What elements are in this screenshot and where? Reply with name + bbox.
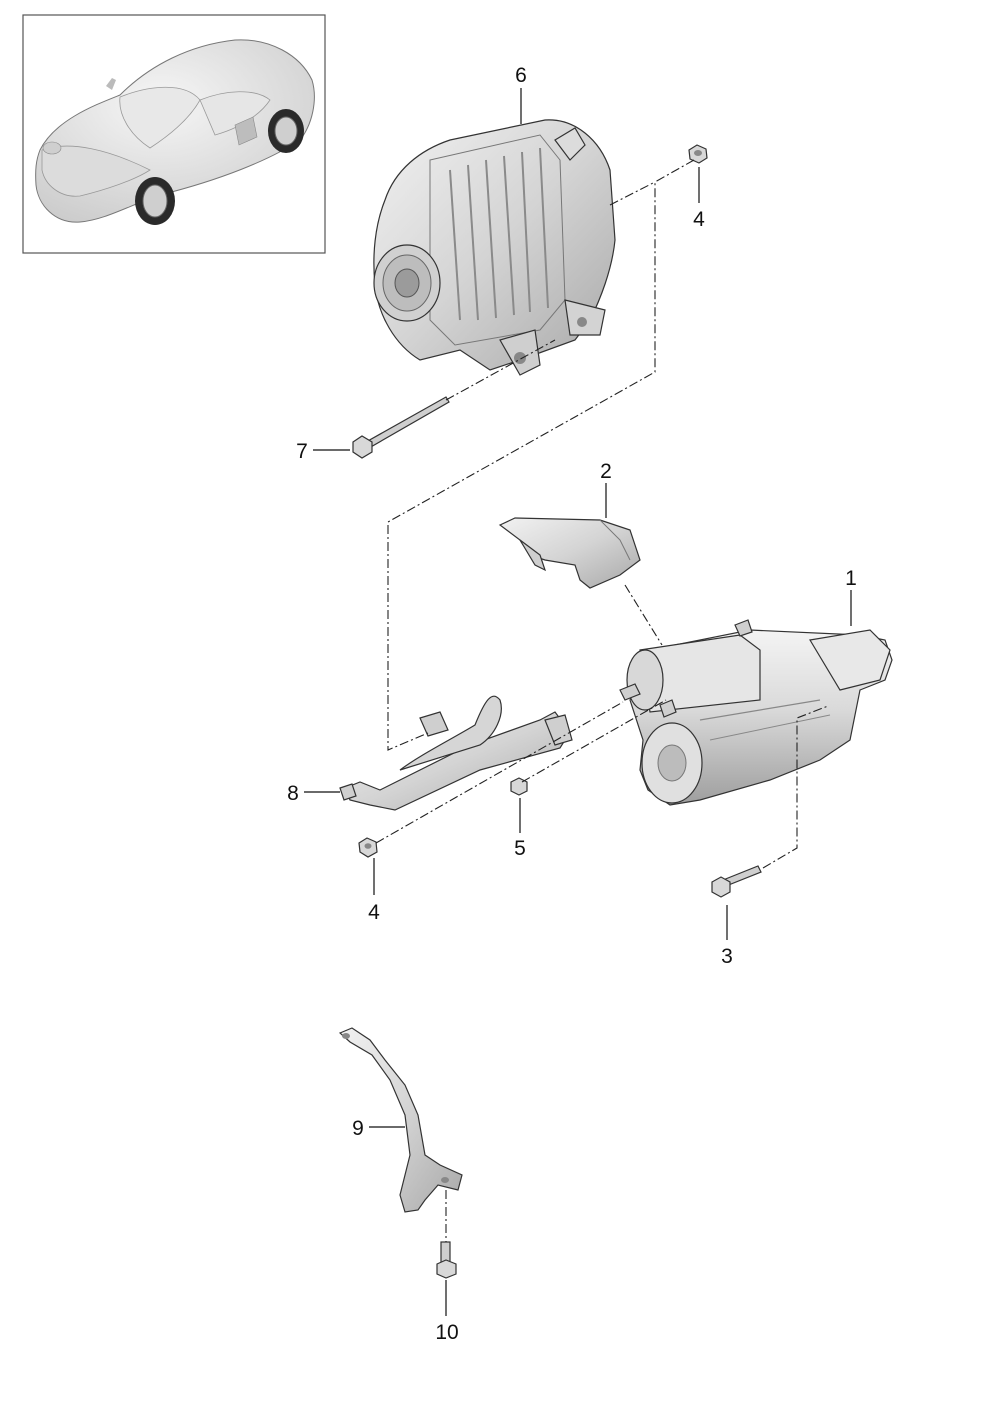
callout-5[interactable]: 5 [514,837,526,860]
car-illustration [35,39,315,225]
bolt-part-3[interactable] [711,865,762,898]
callout-numbers: 1 2 3 4 4 5 6 7 8 9 10 [287,64,857,1344]
bolt-part-10[interactable] [436,1241,457,1279]
callout-4-bottom[interactable]: 4 [368,901,380,924]
callout-2[interactable]: 2 [600,460,612,483]
nut-part-bottom[interactable] [358,837,378,858]
callout-6[interactable]: 6 [515,64,527,87]
callout-7[interactable]: 7 [296,440,308,463]
callout-3[interactable]: 3 [721,945,733,968]
heat-shield-part[interactable] [498,517,641,589]
callout-8[interactable]: 8 [287,782,299,805]
callout-1[interactable]: 1 [845,567,857,590]
assembly-lines [375,159,829,1242]
starter-motor-part[interactable] [619,619,893,806]
cable-harness-part[interactable] [339,695,573,811]
callout-10[interactable]: 10 [435,1321,458,1344]
bolt-part-7[interactable] [352,396,450,459]
alternator-part[interactable] [373,119,616,376]
leader-lines [304,88,852,1316]
nut-part-5[interactable] [510,777,528,796]
ground-strap-part[interactable] [338,1027,463,1213]
nut-part-top[interactable] [688,144,708,164]
callout-4-top[interactable]: 4 [693,208,705,231]
vehicle-overview-thumbnail [22,14,326,254]
callout-9[interactable]: 9 [352,1117,364,1140]
